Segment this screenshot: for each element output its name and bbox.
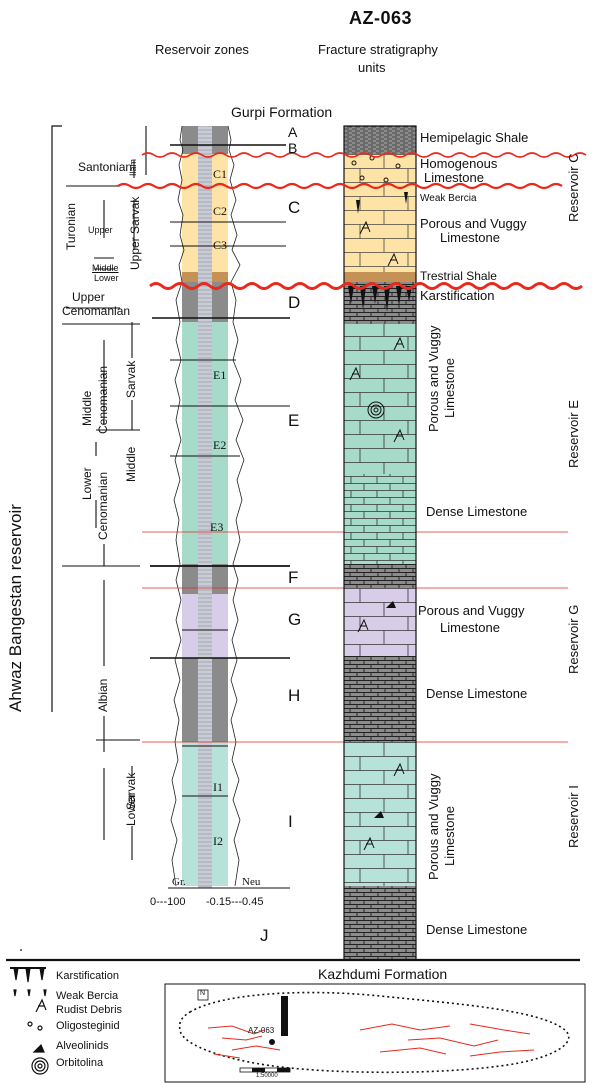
reservoir-zones-header: Reservoir zones	[155, 42, 249, 57]
lower-cenomanian-label-1: Lower	[80, 467, 94, 500]
subzone-c3: C3	[213, 238, 228, 252]
lower-sarvak-label-2: Sarvak	[124, 772, 138, 810]
map-scale-label: 1:50000	[256, 1073, 278, 1079]
zone-g: G	[288, 610, 302, 629]
bottom-formation: Kazhdumi Formation	[318, 966, 448, 982]
ilam-label: Ilam	[128, 158, 138, 176]
well-name: AZ-063	[349, 8, 413, 28]
legend-alveolinids: Alveolinids	[56, 1040, 109, 1052]
lith-trestrial-shale: Trestrial Shale	[420, 269, 497, 283]
unconformity-lines	[117, 152, 587, 290]
subzone-c1: C1	[213, 167, 228, 181]
albian-label: Albian	[96, 678, 110, 712]
oligosteginid-circles	[351, 155, 401, 183]
subzone-i1: I1	[213, 780, 223, 794]
legend-orbitolina: Orbitolina	[56, 1057, 104, 1069]
neu-scale: -0.15---0.45	[206, 896, 264, 908]
ahwaz-reservoir-label: Ahwaz Bangestan reservoir	[6, 504, 25, 712]
fracture-strat-header-line1: Fracture stratigraphy	[318, 42, 438, 57]
zone-j: J	[260, 926, 269, 945]
top-formation: Gurpi Formation	[231, 104, 333, 120]
reservoir-g-label: Reservoir G	[566, 604, 581, 674]
location-map	[164, 983, 586, 1083]
lith-porous-i-1: Porous and Vuggy	[426, 773, 441, 880]
rudist-debris-symbols	[349, 220, 405, 851]
karst-features	[348, 192, 412, 312]
log-curves	[170, 125, 245, 887]
subzone-e3: E3	[210, 520, 224, 534]
reservoir-i-label: Reservoir I	[566, 785, 581, 848]
zone-e: E	[288, 411, 300, 430]
zone-f: F	[288, 568, 299, 587]
lith-homogenous-2: Limestone	[424, 170, 484, 185]
fracture-strat-header-line2: units	[358, 60, 386, 75]
turonian-label: Turonian	[64, 203, 78, 250]
stratigraphy-lines	[62, 126, 147, 860]
map-north-symbol: N	[200, 990, 206, 997]
lith-porous-i-2: Limestone	[442, 806, 457, 866]
legend-oligosteginid: Oligosteginid	[56, 1020, 120, 1032]
zone-i: I	[288, 812, 293, 831]
middle-mid-label: Middle	[124, 446, 138, 482]
alveolinid-symbols	[374, 601, 396, 818]
upper-cenomanian-label-1: Upper	[72, 290, 105, 304]
upper-cenomanian-label-2: Cenomanian	[62, 304, 131, 318]
orbitolina-symbol	[367, 401, 385, 419]
zone-d: D	[288, 293, 301, 312]
lith-porous-c-1: Porous and Vuggy	[420, 216, 527, 231]
lith-porous-g-2: Limestone	[440, 620, 500, 635]
lith-porous-e-2: Limestone	[442, 358, 457, 418]
lithology-column	[343, 125, 417, 961]
subzone-c2: C2	[213, 204, 228, 218]
lith-karstification: Karstification	[420, 288, 495, 303]
gr-axis-label: Gr.	[172, 876, 186, 888]
upper-label: Upper	[88, 225, 113, 235]
legend-karstification: Karstification	[56, 970, 119, 982]
lith-hemipelagic-shale: Hemipelagic Shale	[420, 130, 529, 145]
map-well-label: AZ-063	[248, 1026, 275, 1035]
reservoir-c-label: Reservoir C	[566, 153, 581, 222]
middle-small-label: Middle	[92, 263, 119, 273]
lith-homogenous-1: Homogenous	[420, 156, 498, 171]
lith-dense-h: Dense Limestone	[426, 686, 528, 701]
legend-symbols	[10, 967, 49, 1075]
lower-cenomanian-label-2: Cenomanian	[96, 471, 110, 540]
lith-porous-c-2: Limestone	[440, 230, 500, 245]
core-column	[198, 126, 212, 888]
gr-scale: 0---100	[150, 896, 186, 908]
zone-b: B	[288, 140, 298, 156]
lith-weak-bercia: Weak Bercia	[420, 193, 477, 204]
sarvak-mid-label: Sarvak	[124, 360, 138, 398]
zone-boundaries	[150, 144, 290, 797]
lith-porous-g-1: Porous and Vuggy	[418, 603, 525, 618]
santonian-label: Santonian	[78, 160, 133, 174]
reservoir-e-label: Reservoir E	[566, 400, 581, 468]
upper-sarvak-label: Upper Sarvak	[128, 196, 142, 270]
zone-a: A	[288, 124, 298, 140]
subzone-e1: E1	[213, 368, 227, 382]
legend-weak-bercia: Weak Bercia	[56, 990, 119, 1002]
subzone-e2: E2	[213, 438, 227, 452]
lith-porous-e-1: Porous and Vuggy	[426, 325, 441, 432]
neu-axis-label: Neu	[242, 876, 261, 888]
middle-cenomanian-label-2: Cenomanian	[96, 365, 110, 434]
middle-cenomanian-label-1: Middle	[80, 390, 94, 426]
lith-dense-e: Dense Limestone	[426, 504, 528, 519]
zone-c: C	[288, 198, 301, 217]
zone-h: H	[288, 686, 301, 705]
subzone-i2: I2	[213, 834, 223, 848]
legend-rudist-debris: Rudist Debris	[56, 1004, 123, 1016]
left-bracket	[20, 125, 62, 951]
lower-small-label: Lower	[94, 273, 119, 283]
lith-dense-j: Dense Limestone	[426, 922, 528, 937]
